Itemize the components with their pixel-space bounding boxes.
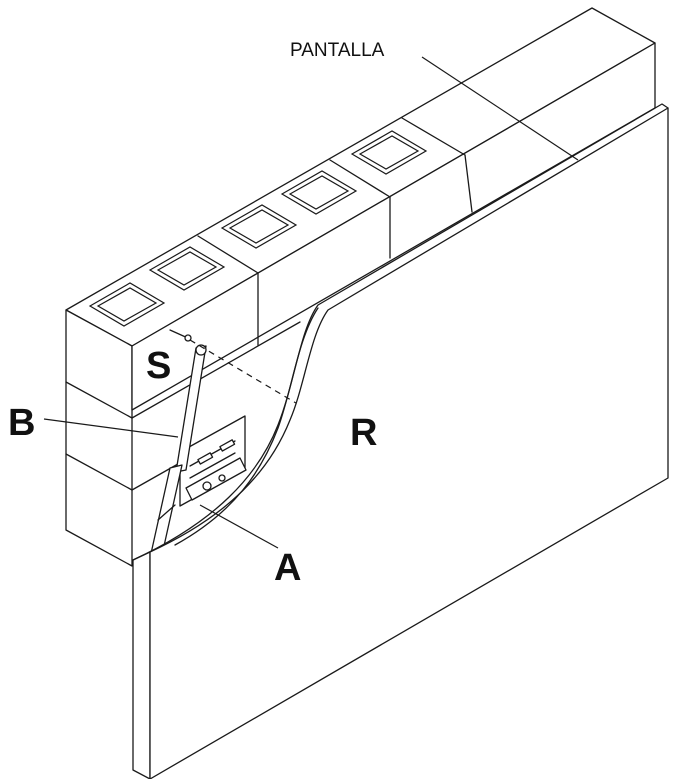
screen-panel [132, 103, 669, 779]
leader-a [199, 504, 279, 549]
bracket-a [179, 415, 247, 507]
leader-b [43, 418, 179, 438]
labels: PANTALLA S B R A [8, 40, 579, 589]
label-r: R [350, 412, 377, 454]
label-pantalla: PANTALLA [290, 40, 385, 61]
block-holes [88, 130, 428, 327]
label-s: S [146, 345, 171, 387]
screw-s [169, 329, 192, 342]
label-b: B [8, 402, 35, 444]
leader-pantalla [421, 56, 579, 161]
label-a: A [274, 547, 301, 589]
